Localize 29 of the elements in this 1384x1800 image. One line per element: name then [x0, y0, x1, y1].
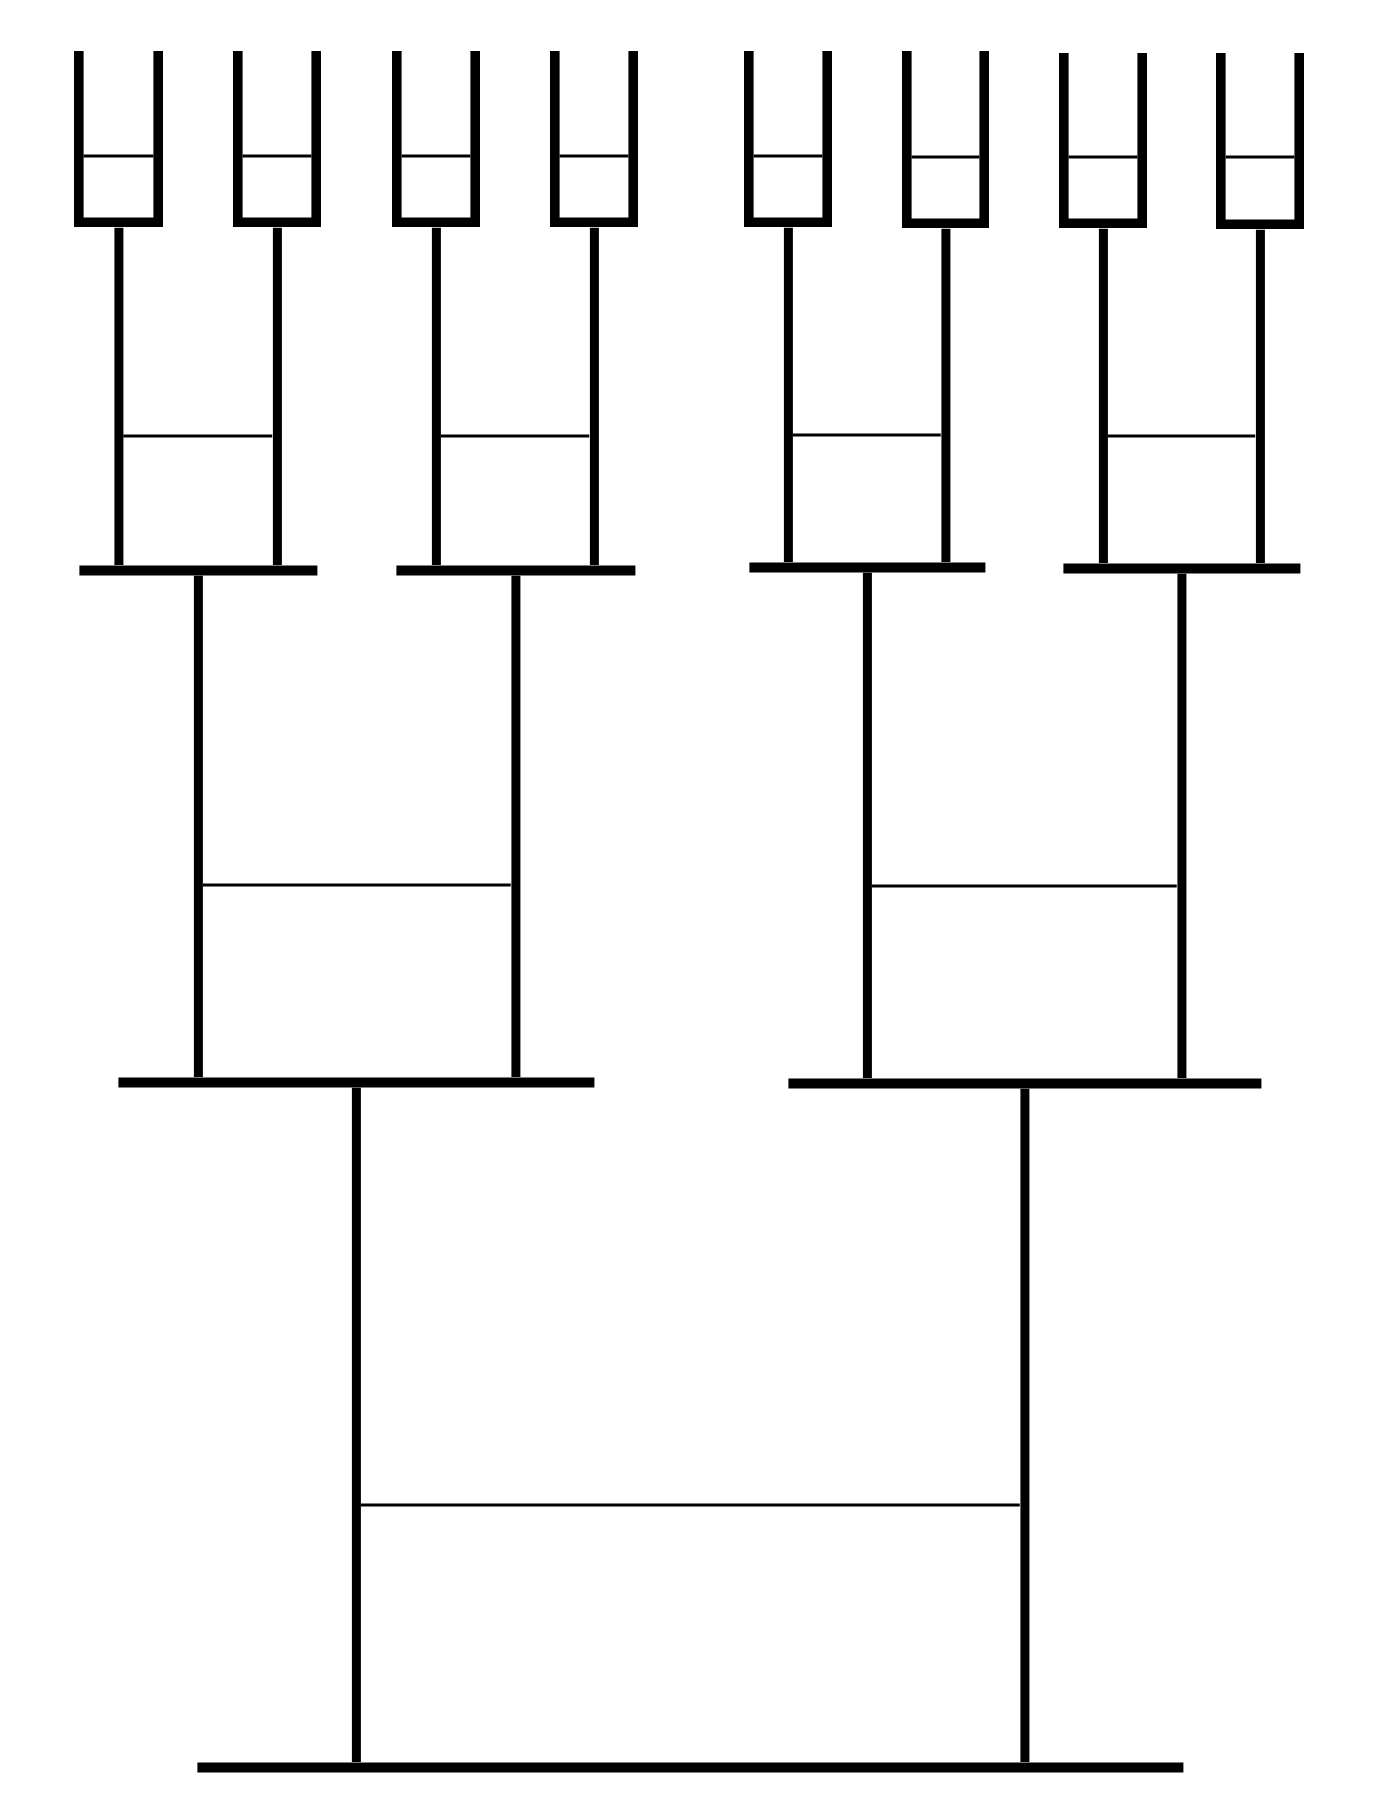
open-box	[233, 51, 321, 227]
base-bar	[749, 562, 986, 573]
base-bar	[118, 1077, 595, 1088]
base-bar	[788, 1078, 1262, 1089]
connector-line	[272, 227, 282, 565]
connector-line	[589, 227, 599, 565]
base-bar	[79, 565, 318, 576]
connector-line	[862, 572, 872, 1078]
open-box	[392, 51, 480, 227]
base-bar	[1063, 563, 1301, 574]
open-box	[1216, 53, 1304, 229]
connector-line	[1255, 229, 1265, 563]
connector-line	[1098, 228, 1108, 563]
connector-line	[431, 227, 441, 565]
open-box	[1059, 53, 1147, 228]
open-box	[550, 51, 638, 227]
connector-line	[1177, 573, 1187, 1078]
connector-line	[783, 227, 793, 562]
base-bar	[197, 1762, 1184, 1773]
open-box	[902, 51, 989, 228]
open-box	[744, 51, 832, 227]
connector-line	[114, 227, 124, 565]
connector-line	[1020, 1088, 1030, 1762]
connector-line	[511, 575, 521, 1077]
connector-line	[193, 575, 203, 1077]
connector-line	[941, 228, 951, 562]
open-box	[74, 51, 163, 227]
connector-line	[351, 1087, 361, 1762]
base-bar	[396, 565, 636, 576]
